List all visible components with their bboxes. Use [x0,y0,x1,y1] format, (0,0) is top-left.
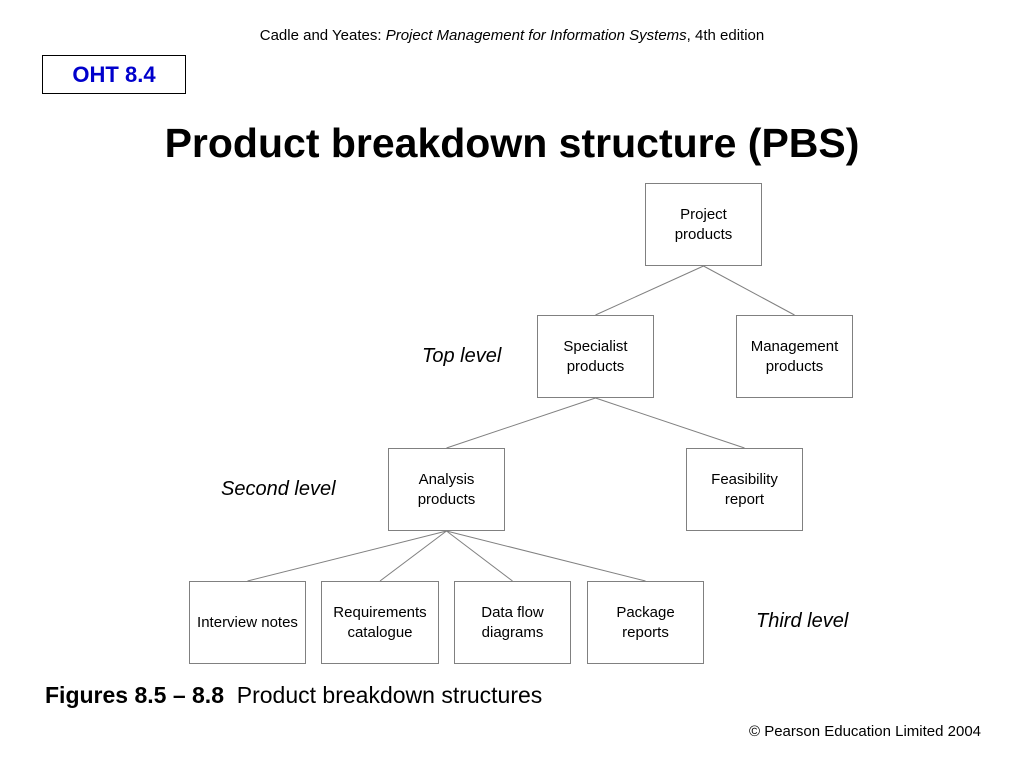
connector-specialist-analysis [446,397,596,449]
node-label: Management products [750,338,839,375]
copyright-notice: © Pearson Education Limited 2004 [748,723,981,740]
node-specialist-products: Specialist products [537,315,654,398]
header-edition: , 4th edition [686,27,765,44]
connector-analysis-interview [247,530,447,582]
node-label: Specialist products [563,338,628,375]
connector-analysis-package [446,530,646,582]
node-label: Analysis products [417,471,476,508]
connector-analysis-requirements [379,530,447,582]
node-label: Requirements catalogue [333,604,427,641]
connector-specialist-feasibility [595,397,745,449]
node-requirements-catalogue: Requirements catalogue [321,581,439,664]
node-analysis-products: Analysis products [388,448,505,531]
node-package-reports: Package reports [587,581,704,664]
node-label: Feasibility report [711,471,778,508]
node-label: Data flow diagrams [481,604,544,641]
oht-label: OHT 8.4 [72,61,156,87]
node-label: Project products [674,206,733,243]
figure-number: Figures 8.5 – 8.8 [45,682,224,708]
header-book-title: Project Management for Information Syste… [385,27,687,44]
caption-text: Product breakdown structures [236,682,543,708]
connector-analysis-dataflow [446,530,513,582]
level-label-second: Second level [221,478,336,500]
node-management-products: Management products [736,315,853,398]
header-citation: Cadle and Yeates: Project Management for… [0,27,1024,44]
level-label-top: Top level [422,345,502,367]
node-feasibility-report: Feasibility report [686,448,803,531]
node-data-flow-diagrams: Data flow diagrams [454,581,571,664]
connector-root-specialist [595,265,704,316]
figure-caption: Figures 8.5 – 8.8 Product breakdown stru… [45,682,542,709]
connector-root-management [703,265,795,316]
node-interview-notes: Interview notes [189,581,306,664]
level-label-third: Third level [756,610,849,632]
oht-label-box: OHT 8.4 [42,55,186,94]
page-title: Product breakdown structure (PBS) [164,120,860,166]
node-label: Interview notes [197,613,298,631]
header-authors: Cadle and Yeates: [259,27,386,44]
node-label: Package reports [616,604,675,641]
node-project-products: Project products [645,183,762,266]
